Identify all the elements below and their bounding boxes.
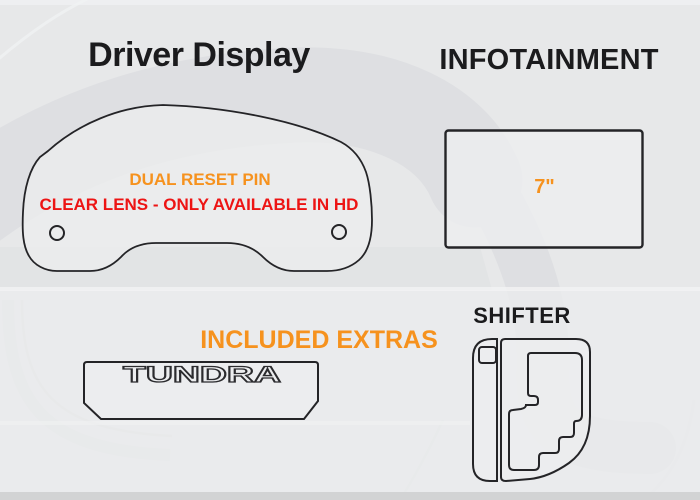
infotainment-title: INFOTAINMENT: [439, 44, 659, 76]
zone-divider-upper: [0, 287, 700, 291]
shifter-gate-cutout-outline: [508, 352, 583, 471]
cluster-lens-outline: [21, 104, 373, 272]
watermark-top-corner-line: [0, 0, 89, 60]
dual-reset-pin-note: DUAL RESET PIN: [129, 170, 271, 189]
cluster-lens-drawing: [21, 104, 373, 272]
cluster-reset-hole-right: [331, 224, 347, 240]
shifter-drawing: [472, 338, 591, 483]
tundra-badge-text: TUNDRA: [123, 362, 281, 387]
top-strip: [0, 0, 700, 5]
driver-display-title: Driver Display: [88, 36, 310, 74]
shifter-left-panel-button: [478, 346, 497, 364]
shifter-heading: SHIFTER: [473, 303, 571, 328]
clear-lens-note: CLEAR LENS - ONLY AVAILABLE IN HD: [39, 195, 359, 214]
included-extras-heading: INCLUDED EXTRAS: [200, 326, 438, 354]
cluster-reset-hole-left: [49, 225, 65, 241]
shifter-right-panel-outline: [500, 338, 591, 483]
watermark-mid-strip: [0, 247, 492, 290]
screen-size-label: 7": [534, 176, 555, 198]
infotainment-screen-outline: [444, 129, 644, 249]
tundra-badge-outline: [83, 361, 319, 420]
zone-divider-lower: [0, 421, 470, 425]
bottom-strip: [0, 492, 700, 500]
shifter-left-panel-outline: [472, 338, 498, 482]
